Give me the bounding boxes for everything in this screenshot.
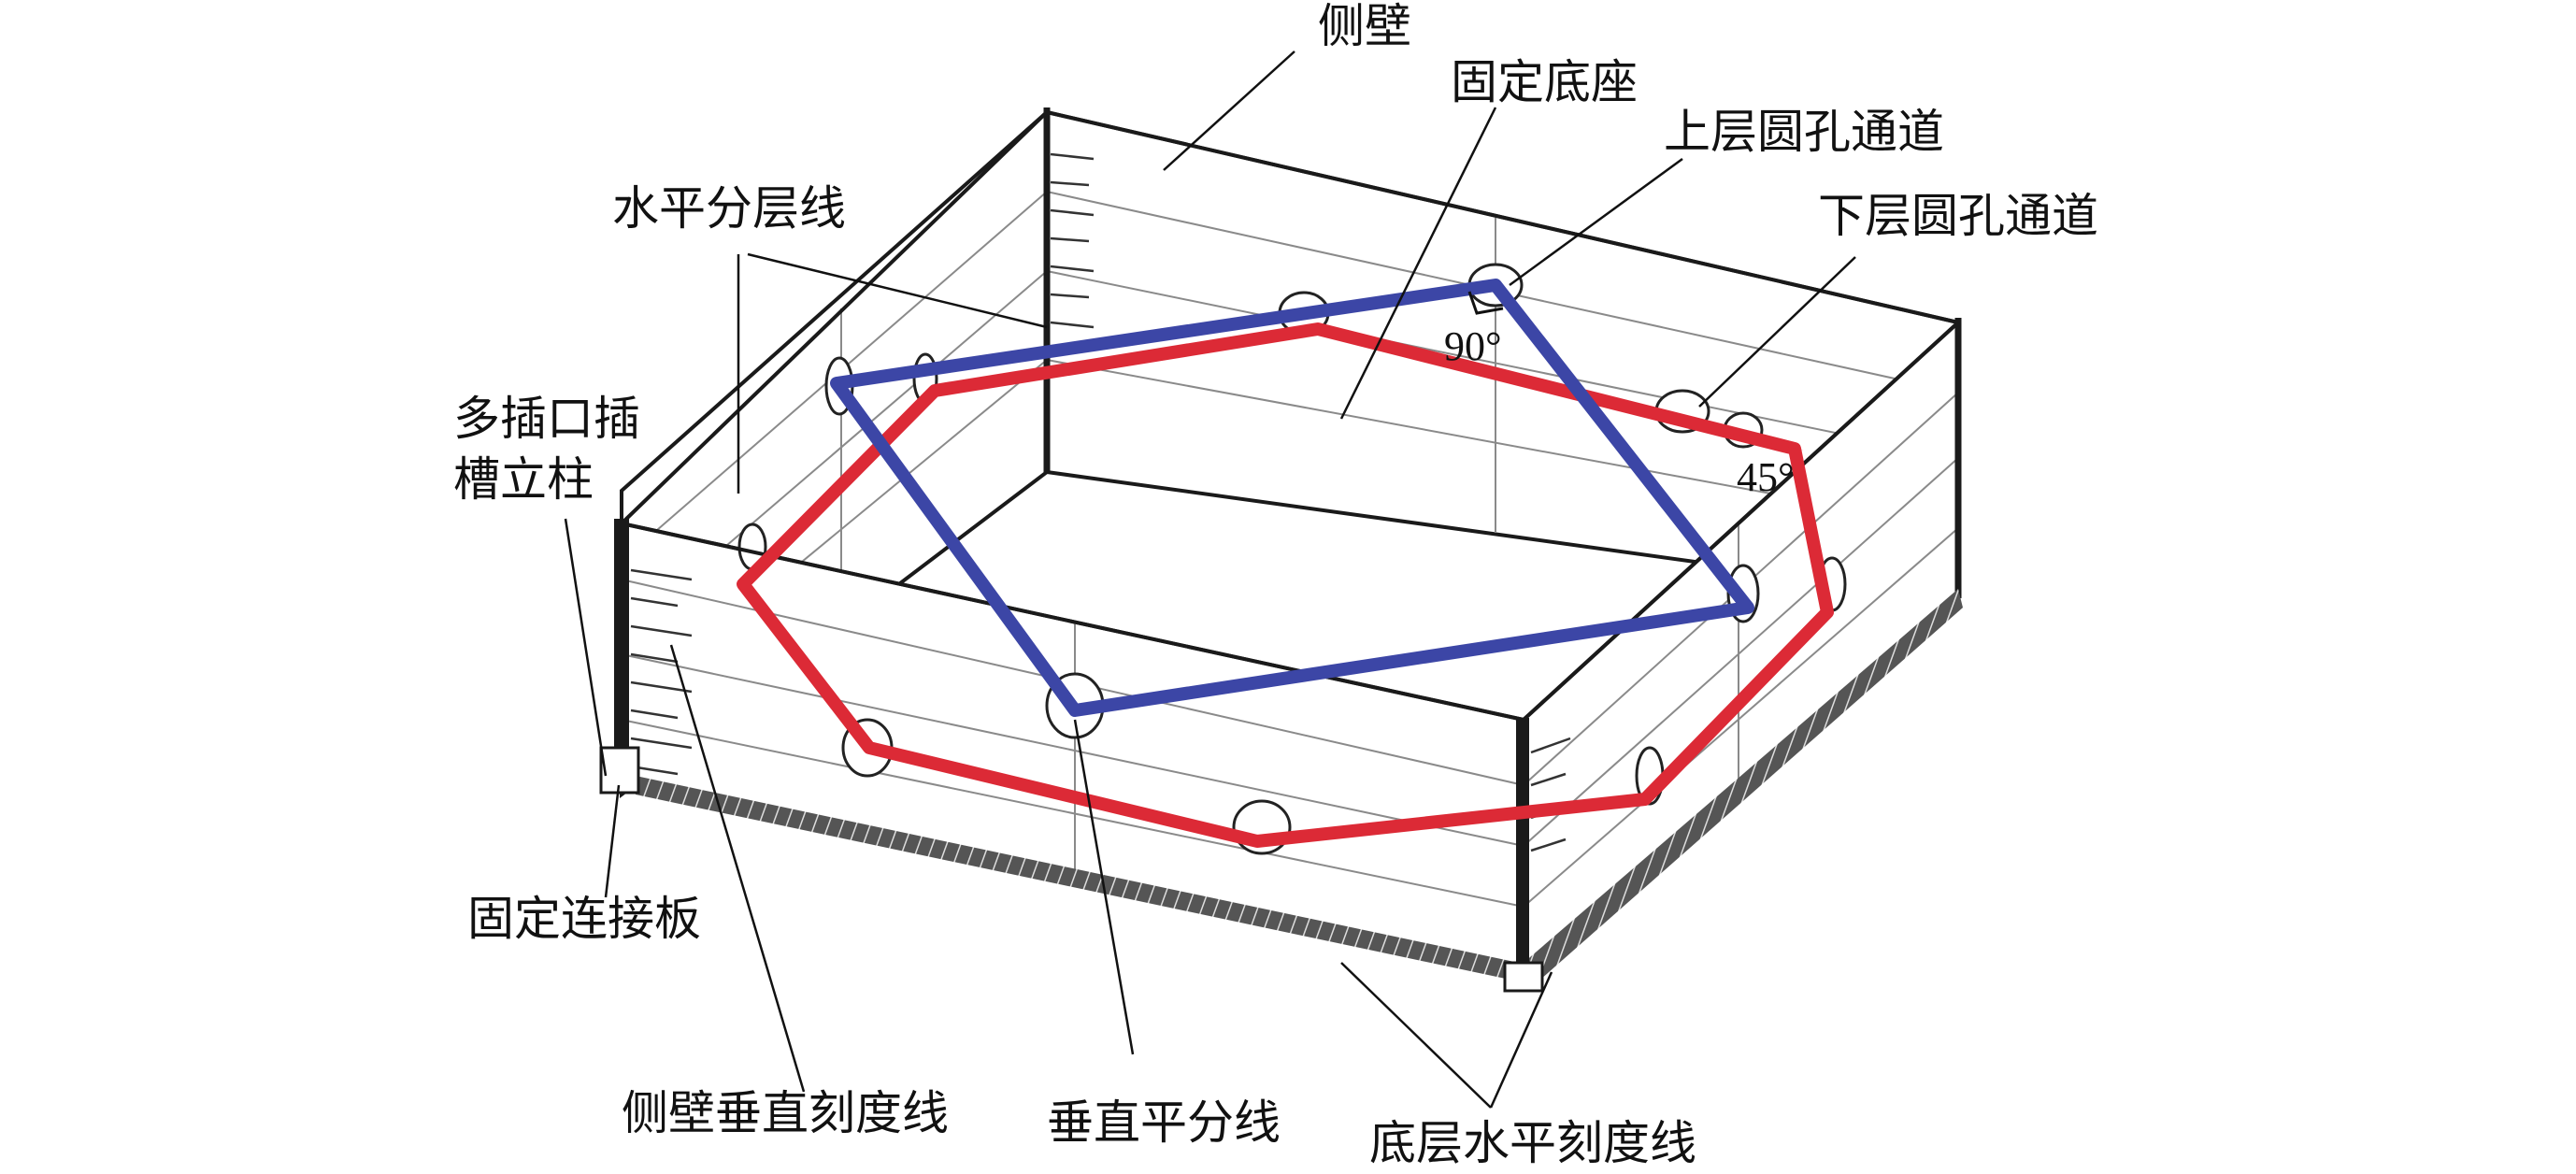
- label-fixed-base: 固定底座: [1451, 55, 1638, 109]
- box-structure: [599, 107, 1963, 993]
- angle-90-label: 90°: [1444, 323, 1502, 369]
- front-right-corner-post: [1516, 718, 1529, 980]
- label-fixed-plate: 固定连接板: [467, 892, 701, 946]
- front-bottom-rail: [636, 776, 1519, 981]
- label-post-line1: 多插口插: [453, 392, 640, 446]
- leader-lines: [564, 50, 1856, 1109]
- angle-90-marker: [1467, 291, 1504, 315]
- label-upper-channel: 上层圆孔通道: [1664, 105, 1944, 159]
- label-horizontal-layer-line: 水平分层线: [612, 181, 846, 236]
- labels: 侧壁 固定底座 上层圆孔通道 下层圆孔通道 水平分层线 多插口插 槽立柱 固定连…: [453, 0, 2098, 1170]
- left-post-ticks: [630, 568, 693, 776]
- label-vertical-bisector: 垂直平分线: [1047, 1095, 1281, 1150]
- label-side-wall: 侧壁: [1318, 0, 1411, 53]
- angle-45-label: 45°: [1737, 454, 1795, 500]
- angle-45-marker: [1718, 432, 1804, 451]
- fixed-plate-right: [1503, 961, 1544, 993]
- label-post-line2: 槽立柱: [453, 452, 594, 507]
- back-post-ticks: [1050, 152, 1095, 329]
- label-vertical-scale: 侧壁垂直刻度线: [622, 1086, 949, 1140]
- top-rim: [620, 110, 1960, 722]
- fixed-plate-left: [599, 746, 640, 795]
- label-lower-channel: 下层圆孔通道: [1818, 189, 2098, 243]
- left-corner-post: [614, 519, 629, 785]
- upper-channel-path: [830, 279, 1754, 717]
- label-bottom-scale: 底层水平刻度线: [1369, 1116, 1696, 1170]
- lower-channel-path: [737, 322, 1834, 848]
- right-bottom-rail: [1524, 589, 1963, 986]
